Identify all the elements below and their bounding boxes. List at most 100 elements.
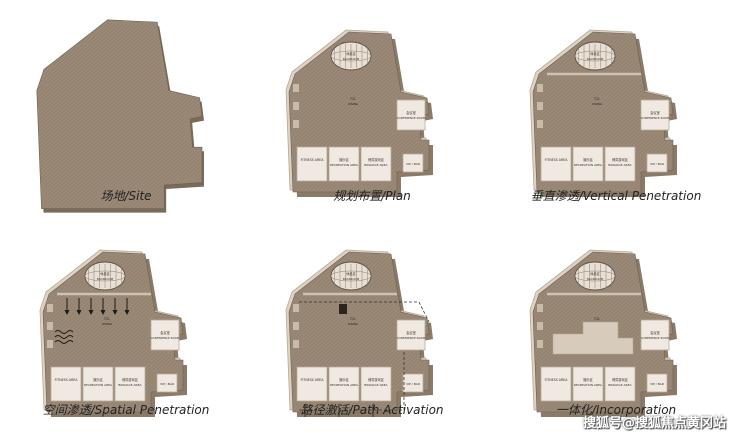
arrow-head — [88, 310, 94, 315]
center-sublabel: DINING — [348, 102, 358, 106]
round-area-sublabel: BACKROOM — [343, 57, 360, 61]
pavilion-ring — [574, 270, 616, 282]
conference-label: 会议室 — [650, 330, 660, 335]
room-sublabel-2: RECREATION AREA — [330, 163, 359, 167]
column-2 — [537, 322, 543, 330]
vip-bar-room — [402, 373, 424, 393]
room-label-1: FITNESS AREA — [55, 378, 79, 382]
room-label-1: FITNESS AREA — [301, 158, 325, 162]
center-label: T.D. — [349, 317, 356, 321]
column-3 — [293, 120, 299, 128]
column-3 — [537, 340, 543, 348]
room-3 — [360, 146, 392, 182]
conference-room — [396, 99, 426, 131]
vip-label: VIP / BAR — [160, 382, 174, 386]
room-label-1: FITNESS AREA — [545, 158, 569, 162]
column-2 — [537, 102, 543, 110]
room-label-2: 娱乐区 — [583, 377, 593, 382]
column-3 — [293, 340, 299, 348]
column-1 — [47, 304, 53, 312]
round-area-sublabel: BACKROOM — [343, 277, 360, 281]
caption-path: 路径激活/Path Activation — [300, 403, 444, 417]
vip-label: VIP / BAR — [406, 382, 420, 386]
round-area-sublabel: BACKROOM — [97, 277, 114, 281]
conference-sublabel: CONFERENCE ROOM — [641, 116, 670, 120]
arrow-head — [76, 310, 82, 315]
vip-bar-room — [646, 373, 668, 393]
room-label-2: 娱乐区 — [339, 157, 349, 162]
room-sublabel-3: BINGOGE AREA — [364, 383, 388, 387]
room-label-2: 娱乐区 — [583, 157, 593, 162]
vip-label: VIP / BAR — [650, 382, 664, 386]
path-line-bottom — [299, 352, 405, 411]
path-line-top — [299, 301, 430, 323]
round-area-label: 休息区 — [590, 271, 600, 276]
room-label-3: 博弈游戏区 — [368, 377, 385, 382]
conference-room — [640, 319, 670, 351]
round-area-label: 休息区 — [100, 271, 110, 276]
conference-label: 会议室 — [406, 330, 416, 335]
center-label: T.D. — [593, 97, 600, 101]
center-label: T.D. — [349, 97, 356, 101]
vip-label: VIP / BAR — [650, 162, 664, 166]
room-1 — [50, 366, 82, 402]
room-3 — [360, 366, 392, 402]
round-area-label: 休息区 — [590, 51, 600, 56]
conference-room — [150, 319, 180, 351]
pavilion-ring — [84, 270, 126, 282]
room-sublabel-2: RECREATION AREA — [330, 383, 359, 387]
room-label-3: 博弈游戏区 — [122, 377, 139, 382]
arrow-head — [64, 310, 70, 315]
room-label-3: 博弈游戏区 — [612, 377, 629, 382]
room-1 — [540, 146, 572, 182]
arrow-head — [124, 310, 130, 315]
room-label-3: 博弈游戏区 — [612, 157, 629, 162]
room-sublabel-2: RECREATION AREA — [574, 163, 603, 167]
conference-room — [396, 319, 426, 351]
column-2 — [293, 322, 299, 330]
conference-label: 会议室 — [406, 110, 416, 115]
column-1 — [537, 304, 543, 312]
conference-sublabel: CONFERENCE ROOM — [641, 336, 670, 340]
column-1 — [537, 84, 543, 92]
wave-mark — [54, 335, 74, 339]
center-label: T.D. — [593, 317, 600, 321]
round-area-sublabel: BACKROOM — [587, 277, 604, 281]
room-sublabel-3: BINGOGE AREA — [608, 163, 632, 167]
room-3 — [604, 366, 636, 402]
room-sublabel-2: RECREATION AREA — [84, 383, 113, 387]
room-sublabel-3: BINGOGE AREA — [364, 163, 388, 167]
column-2 — [47, 322, 53, 330]
room-1 — [296, 146, 328, 182]
vip-label: VIP / BAR — [406, 162, 420, 166]
vip-bar-room — [156, 373, 178, 393]
floor-slab — [36, 19, 203, 209]
watermark: 搜狐号@搜狐焦点黄冈站 — [582, 416, 726, 431]
room-sublabel-3: BINGOGE AREA — [118, 383, 142, 387]
room-2 — [328, 366, 360, 402]
round-area-label: 休息区 — [346, 51, 356, 56]
center-sublabel: DINING — [102, 322, 112, 326]
arrow-head — [112, 310, 118, 315]
round-area-sublabel: BACKROOM — [587, 57, 604, 61]
conference-label: 会议室 — [650, 110, 660, 115]
center-label: T.D. — [103, 317, 110, 321]
wave-mark — [54, 330, 74, 334]
conference-label: 会议室 — [160, 330, 170, 335]
room-2 — [572, 366, 604, 402]
center-sublabel: DINING — [348, 322, 358, 326]
round-area-label: 休息区 — [346, 271, 356, 276]
column-3 — [47, 340, 53, 348]
conference-room — [640, 99, 670, 131]
caption-plan: 规划布置/Plan — [333, 189, 411, 203]
room-label-2: 娱乐区 — [339, 377, 349, 382]
conference-sublabel: CONFERENCE ROOM — [397, 116, 426, 120]
